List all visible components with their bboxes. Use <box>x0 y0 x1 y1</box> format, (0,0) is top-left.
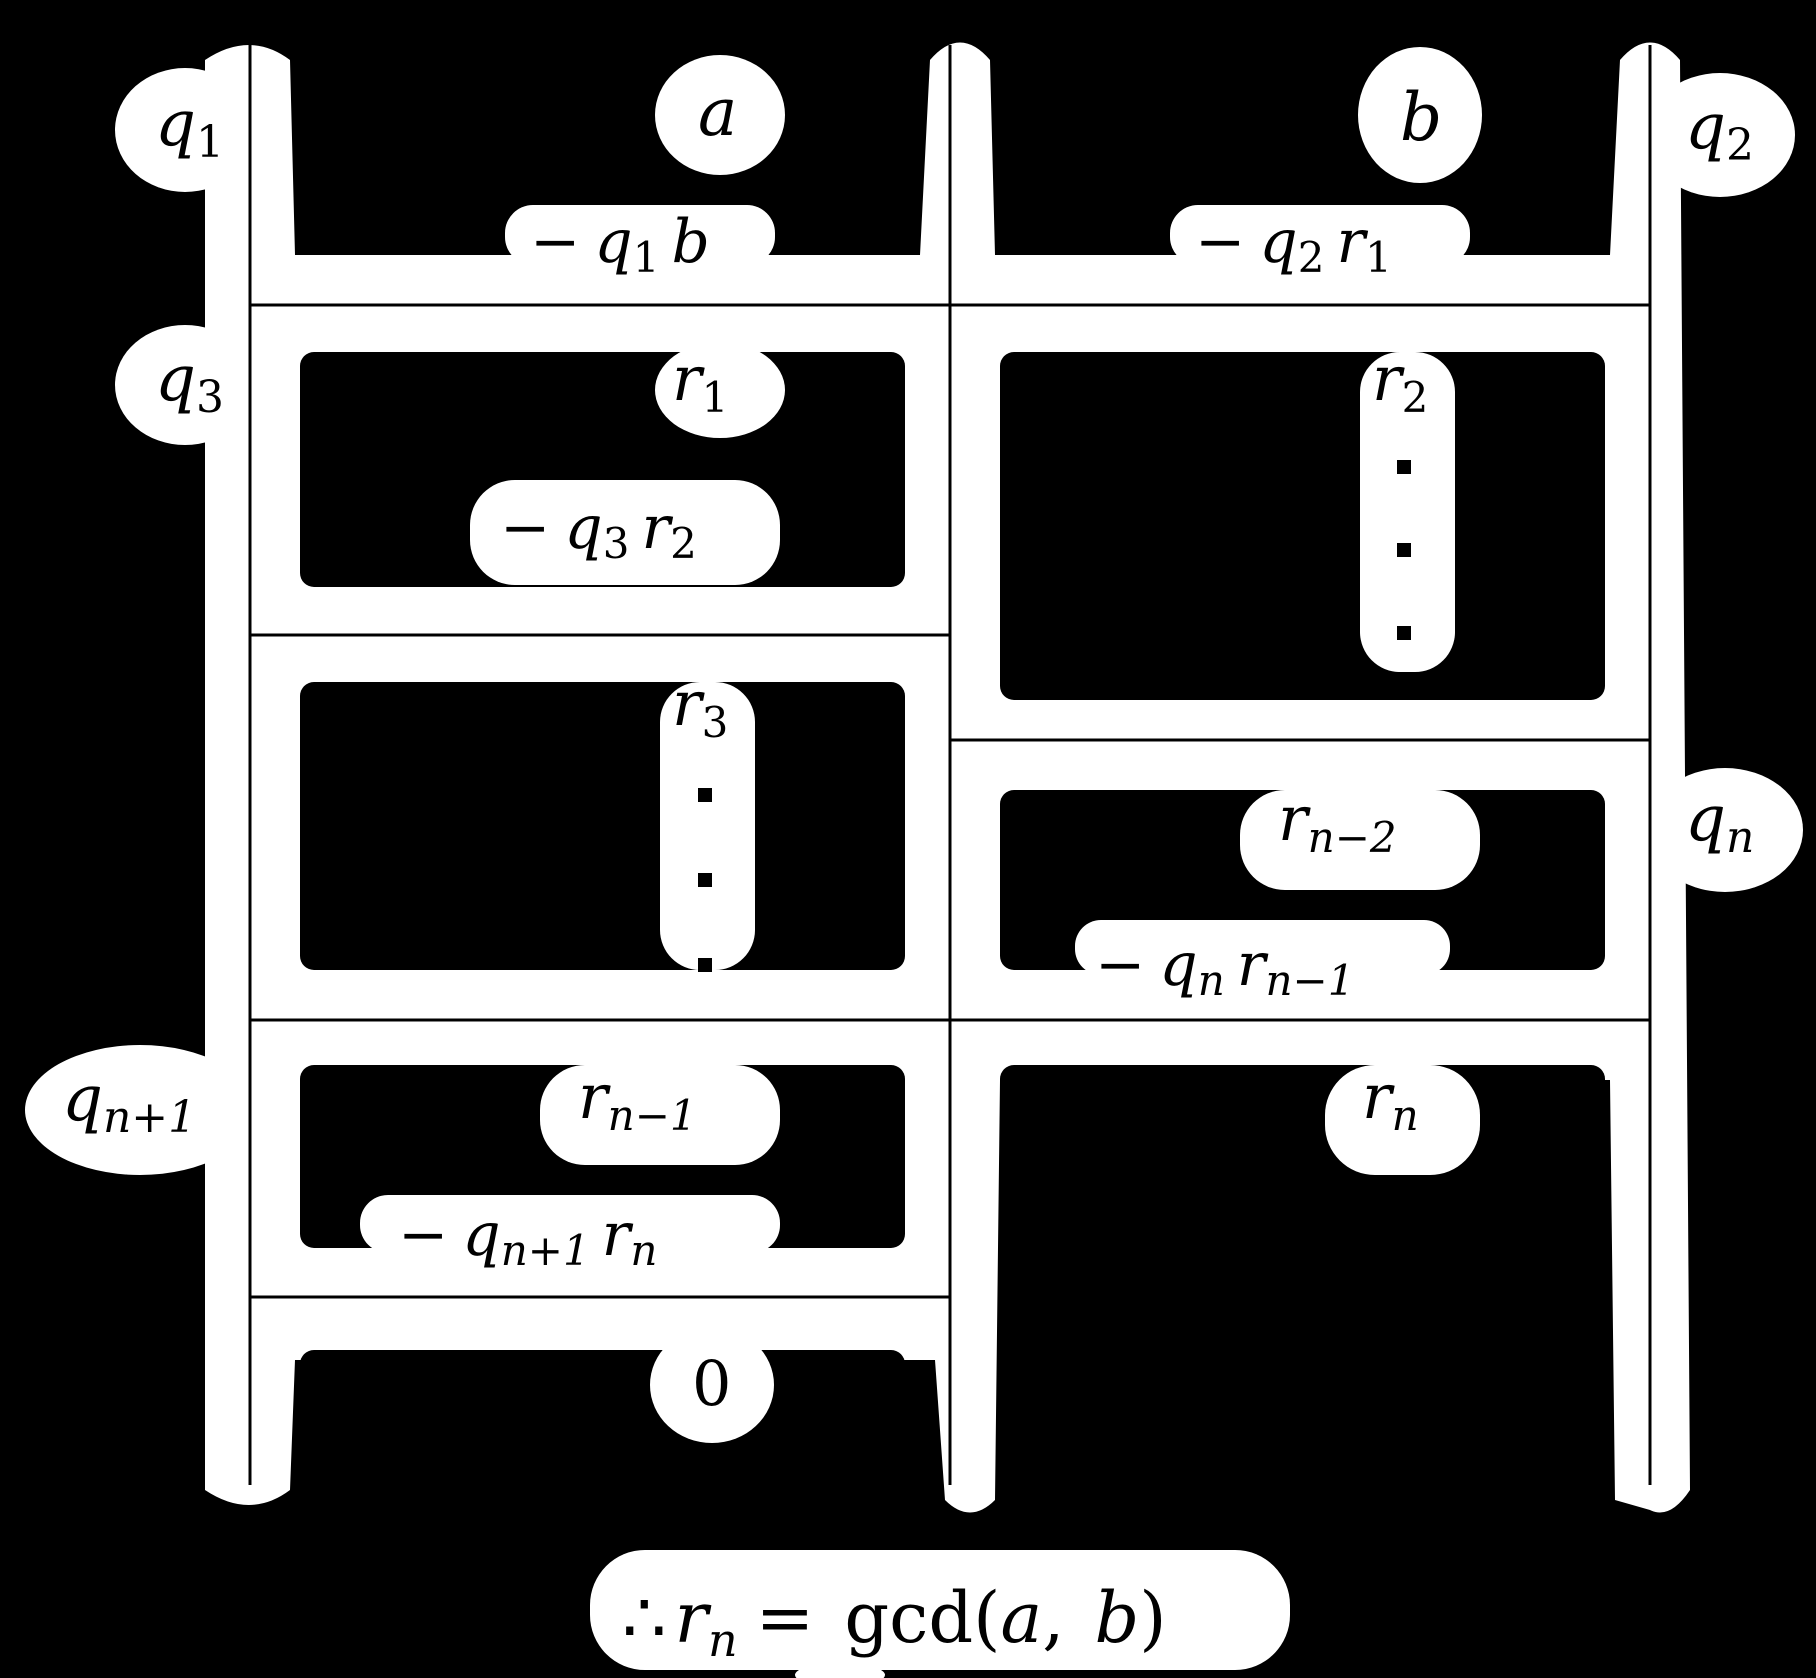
ellipsis-dot <box>698 958 712 972</box>
quotient-qn: qn <box>1685 782 1754 863</box>
quotient-qn1: qn+1 <box>62 1062 196 1143</box>
halo-rn1 <box>540 1065 780 1165</box>
halo-q2 <box>1645 73 1795 197</box>
remainder-r3: r3 <box>672 667 728 747</box>
halo-zero <box>650 1327 774 1443</box>
cell-right-1 <box>1000 352 1605 700</box>
halo-rn2 <box>1240 790 1480 890</box>
remainder-rn2: rn−2 <box>1278 782 1397 862</box>
halo-q3 <box>115 325 255 445</box>
halo-sub-q2r1 <box>1170 205 1470 265</box>
remainder-r1: r1 <box>672 342 728 422</box>
halo-qn <box>1647 768 1803 892</box>
halo-q1 <box>115 68 255 192</box>
halo-b <box>1358 47 1482 183</box>
halo-sub-qnrn1 <box>1075 920 1450 975</box>
halo-conclusion-tail <box>795 1663 885 1678</box>
halo-qn1 <box>25 1045 255 1175</box>
cell-left-2 <box>300 682 905 970</box>
cell-bottom-left <box>300 1350 905 1510</box>
halo-a <box>655 55 785 175</box>
halo-sub-q1b <box>505 205 775 265</box>
table-lines <box>248 45 1652 1485</box>
halo-rn <box>1325 1065 1480 1175</box>
halo-r1 <box>655 342 785 438</box>
ellipsis-dot <box>1397 626 1411 640</box>
conclusion-equation: ∴rn=gcd(a,b) <box>622 1577 1167 1667</box>
cell-right-3 <box>1000 1065 1605 1505</box>
quotient-q1: q1 <box>155 87 224 168</box>
halo-r2-dots <box>1360 352 1455 672</box>
value-b: b <box>1400 79 1442 156</box>
vertical-ellipsis-left <box>698 788 712 972</box>
halo-sub-q3r2 <box>470 480 780 585</box>
ellipsis-dot <box>1397 460 1411 474</box>
halo-sub-qn1rn <box>360 1195 780 1253</box>
remainder-rn: rn <box>1362 1060 1419 1140</box>
inner-halo-layer <box>360 205 1480 1443</box>
halo-r3-dots <box>660 682 755 970</box>
halo-conclusion <box>590 1550 1290 1670</box>
remainder-rn1: rn−1 <box>578 1060 697 1140</box>
quotient-q2: q2 <box>1685 90 1754 171</box>
remainder-r2: r2 <box>1372 342 1428 422</box>
quotient-q3: q3 <box>155 342 224 423</box>
value-zero: 0 <box>692 1347 731 1420</box>
ellipsis-dot <box>698 788 712 802</box>
ellipsis-dot <box>1397 543 1411 557</box>
vertical-ellipsis-right <box>1397 460 1411 640</box>
value-a: a <box>698 74 737 151</box>
ellipsis-dot <box>698 873 712 887</box>
